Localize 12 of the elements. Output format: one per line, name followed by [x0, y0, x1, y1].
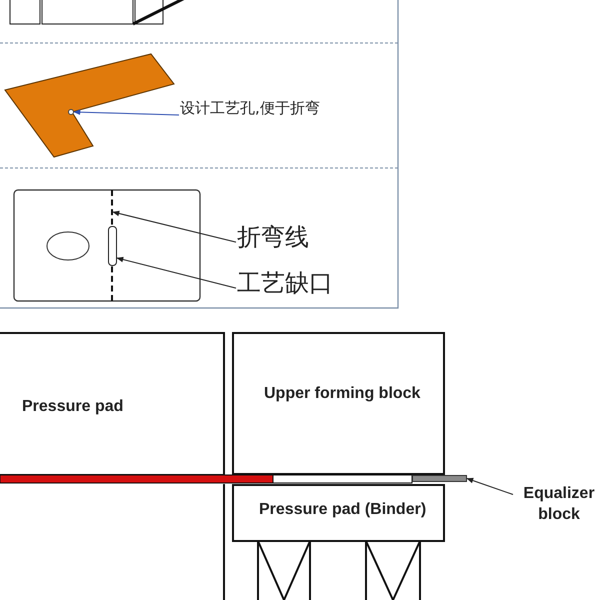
leader-line: [73, 109, 180, 116]
part-label: Pressure pad: [22, 397, 124, 418]
leader-line: [112, 210, 236, 243]
callout-text: 设计工艺孔,便于折弯: [180, 99, 320, 118]
part-label: Upper forming block: [264, 384, 420, 405]
equalizer-block: [412, 475, 467, 482]
callout-text: Equalizer block: [514, 484, 600, 526]
leader-line: [466, 478, 514, 495]
leader-line: [116, 256, 236, 289]
callout-text: 工艺缺口: [237, 268, 333, 300]
notch-slot: [108, 226, 117, 266]
callout-text: 折弯线: [237, 222, 309, 254]
